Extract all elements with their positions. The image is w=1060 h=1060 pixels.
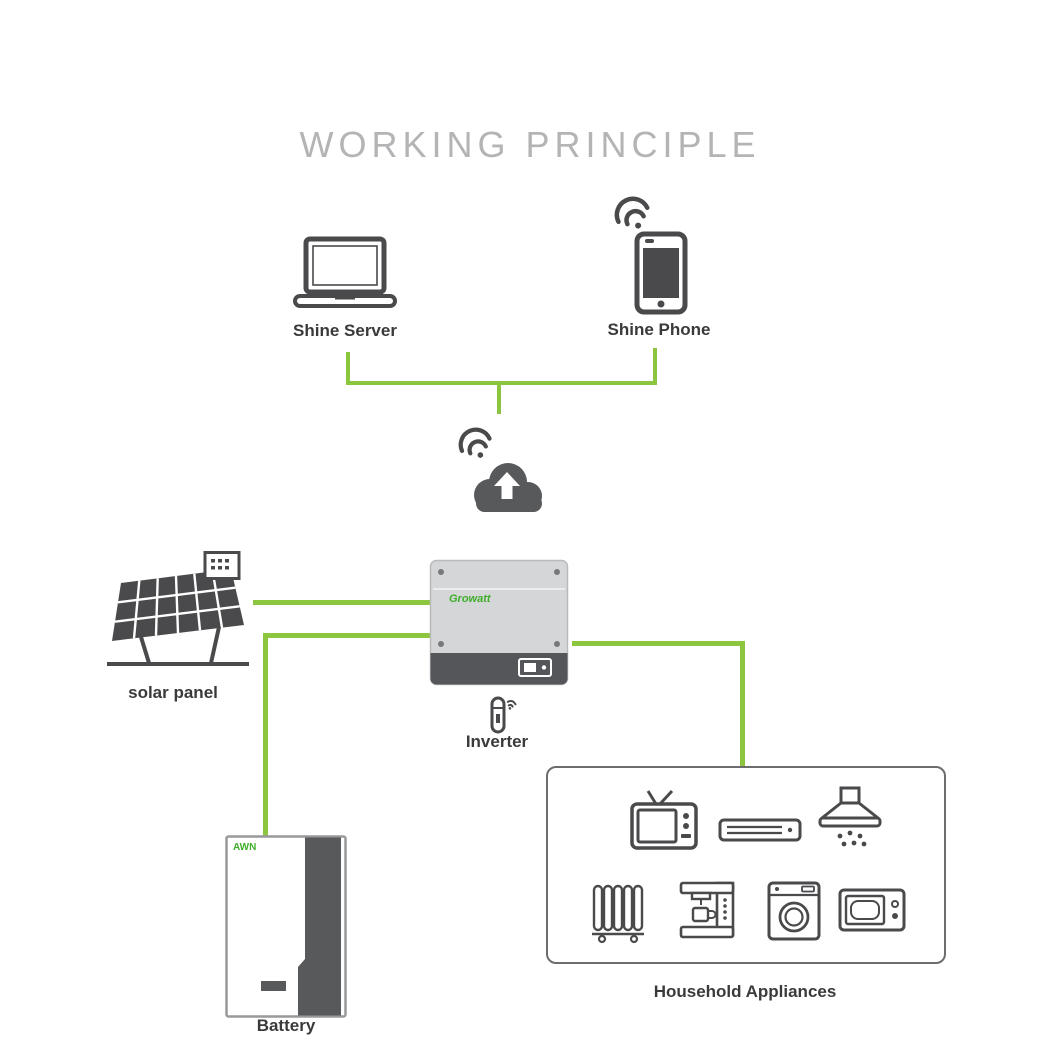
- range-hood-icon: [814, 786, 886, 854]
- wifi-icon-phone: [607, 189, 658, 237]
- tv-icon: [628, 788, 700, 852]
- solar-panel-label: solar panel: [128, 683, 218, 702]
- household-appliances-box: [546, 766, 946, 964]
- page-title: WORKING PRINCIPLE: [299, 124, 761, 165]
- cloud-upload-icon: [461, 455, 551, 517]
- inverter-label: Inverter: [465, 732, 529, 751]
- growatt-logo: Growatt: [449, 593, 492, 605]
- connector-appliances-vertical: [740, 641, 745, 767]
- radiator-icon: [590, 880, 646, 944]
- connector-battery-vertical: [263, 633, 268, 836]
- connector-phone-down: [653, 348, 657, 383]
- battery-label: Battery: [256, 1016, 316, 1035]
- wifi-icon-cloud: [451, 421, 499, 466]
- coffee-machine-icon: [677, 880, 737, 942]
- connector-hub-stub: [497, 385, 501, 414]
- inverter-icon: Growatt: [429, 559, 569, 686]
- connector-battery-horizontal: [263, 633, 430, 638]
- connector-server-down: [346, 352, 350, 383]
- microwave-icon: [838, 886, 906, 934]
- shine-server-label: Shine Server: [293, 321, 397, 340]
- washing-machine-icon: [766, 880, 822, 942]
- battery-brand-logo: AWN: [233, 842, 256, 853]
- wifi-dongle-icon: [483, 694, 519, 736]
- smartphone-icon: [634, 231, 688, 315]
- connector-top-horizontal: [346, 381, 657, 385]
- laptop-icon: [293, 236, 397, 310]
- connector-solar-inverter: [253, 600, 430, 605]
- solar-panel-icon: [103, 551, 253, 675]
- shine-phone-label: Shine Phone: [607, 320, 711, 339]
- connector-inverter-appliances: [572, 641, 745, 646]
- battery-icon: AWN: [225, 835, 347, 1018]
- household-appliances-label: Household Appliances: [653, 982, 837, 1001]
- air-conditioner-icon: [718, 818, 802, 844]
